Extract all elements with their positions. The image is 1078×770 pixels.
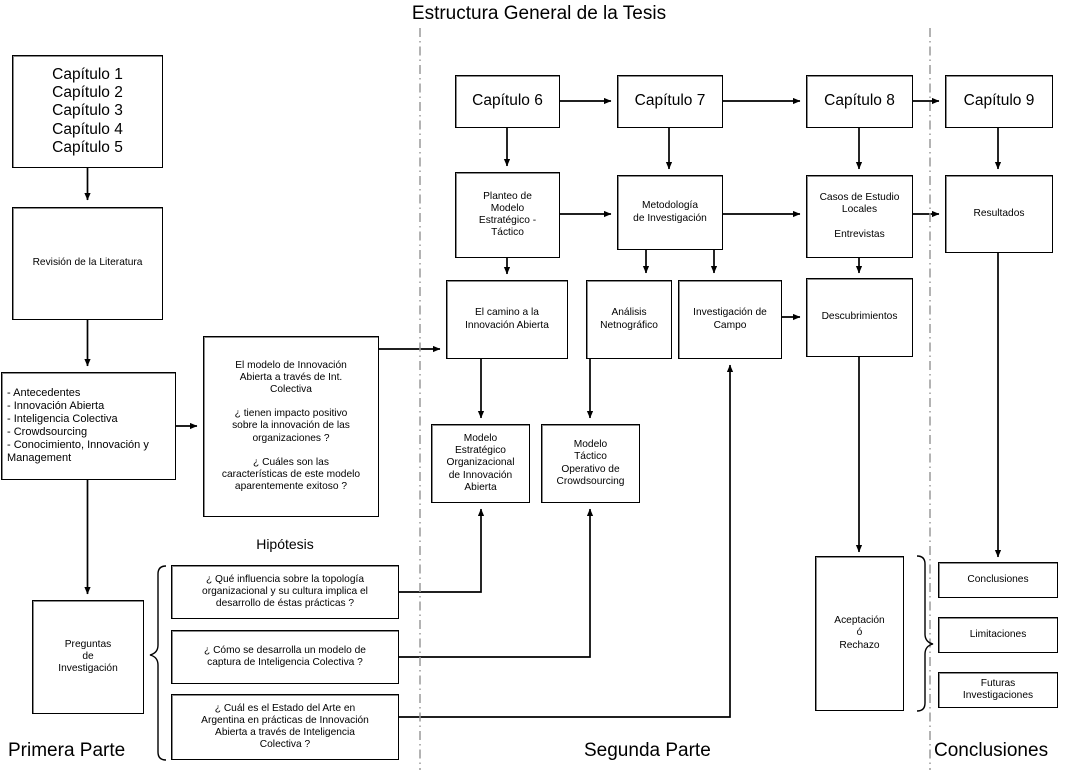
box-hypothesis-3[interactable]: ¿ Cuál es el Estado del Arte en Argentin…	[171, 694, 399, 760]
box-chapter-6[interactable]: Capítulo 6	[455, 75, 560, 128]
box-results[interactable]: Resultados	[945, 175, 1053, 253]
brace-conclusions	[916, 555, 934, 712]
box-acceptance-rejection[interactable]: Aceptación ó Rechazo	[815, 556, 904, 711]
box-model-questions[interactable]: El modelo de Innovación Abierta a través…	[203, 336, 379, 517]
section-label-segunda-parte: Segunda Parte	[584, 740, 711, 761]
box-hypothesis-1[interactable]: ¿ Qué influencia sobre la topología orga…	[171, 565, 399, 619]
box-local-case-studies[interactable]: Casos de Estudio Locales Entrevistas	[806, 175, 913, 258]
box-chapter-7[interactable]: Capítulo 7	[617, 75, 723, 128]
box-field-research[interactable]: Investigación de Campo	[678, 280, 782, 359]
box-netnographic-analysis[interactable]: Análisis Netnográfico	[586, 280, 672, 359]
box-topics-list[interactable]: - Antecedentes - Innovación Abierta - In…	[1, 372, 176, 480]
section-label-conclusiones: Conclusiones	[934, 740, 1049, 761]
box-limitations[interactable]: Limitaciones	[938, 617, 1058, 653]
box-organizational-model[interactable]: Modelo Estratégico Organizacional de Inn…	[431, 424, 530, 503]
section-label-primera-parte: Primera Parte	[8, 740, 126, 761]
box-chapters-1-5[interactable]: Capítulo 1 Capítulo 2 Capítulo 3 Capítul…	[12, 55, 163, 168]
box-findings[interactable]: Descubrimientos	[806, 278, 913, 357]
box-chapter-9[interactable]: Capítulo 9	[945, 75, 1053, 128]
box-tactical-model[interactable]: Modelo Táctico Operativo de Crowdsourcin…	[541, 424, 640, 503]
box-strategic-tactic-model[interactable]: Planteo de Modelo Estratégico - Táctico	[455, 172, 560, 258]
page-title: Estructura General de la Tesis	[411, 3, 667, 24]
box-research-methodology[interactable]: Metodología de Investigación	[617, 175, 723, 250]
hypotheses-heading: Hipótesis	[256, 536, 314, 552]
brace-research-questions	[149, 565, 167, 761]
box-literature-review[interactable]: Revisión de la Literatura	[12, 207, 163, 320]
box-chapter-8[interactable]: Capítulo 8	[806, 75, 913, 128]
box-research-questions[interactable]: Preguntas de Investigación	[32, 600, 144, 714]
box-hypothesis-2[interactable]: ¿ Cómo se desarrolla un modelo de captur…	[171, 630, 399, 684]
box-path-open-innovation[interactable]: El camino a la Innovación Abierta	[446, 280, 568, 359]
box-conclusions[interactable]: Conclusiones	[938, 562, 1058, 598]
box-future-research[interactable]: Futuras Investigaciones	[938, 672, 1058, 708]
